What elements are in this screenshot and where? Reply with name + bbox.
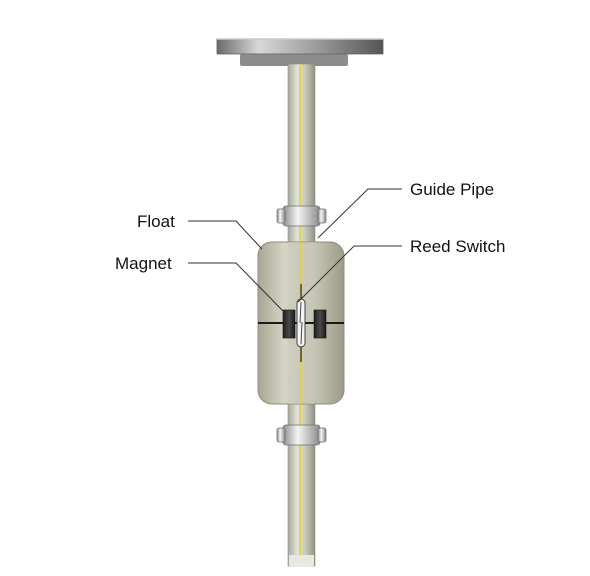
flange-rim [216,38,384,55]
lower-collar-body [282,424,321,446]
magnet-left [282,309,296,339]
reed-switch-leader [297,245,402,303]
magnet-leader [188,262,287,315]
label-magnet: Magnet [115,254,172,273]
pipe-end-cap [289,555,314,567]
upper-collar-screw-left [276,208,286,224]
flange-neck [240,54,348,66]
label-guide-pipe: Guide Pipe [410,180,494,199]
lower-collar-screw-right [317,427,327,443]
leader-lines [188,188,402,315]
label-reed-switch: Reed Switch [410,237,505,256]
upper-stop-collar [276,205,327,227]
upper-collar-screw-right [317,208,327,224]
float-leader [188,220,263,250]
reed-switch [296,284,306,362]
lower-stop-collar [276,424,327,446]
float-body [257,241,345,405]
mounting-flange [216,38,384,66]
label-float: Float [137,212,175,231]
guide-pipe-leader [317,188,402,239]
upper-collar-body [282,205,321,227]
lower-collar-screw-left [276,427,286,443]
magnet-right [313,309,327,339]
